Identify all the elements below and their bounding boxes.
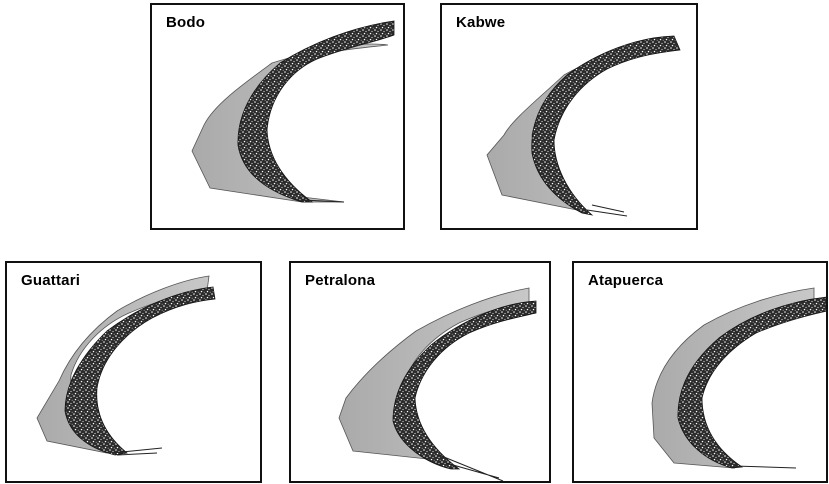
bone-section-kabwe (532, 36, 680, 215)
baseline-kabwe (587, 205, 627, 216)
cranial-section-kabwe (442, 5, 698, 230)
panel-petralona: Petralona (289, 261, 551, 483)
panel-kabwe: Kabwe (440, 3, 698, 230)
bone-section-bodo (238, 21, 394, 202)
bone-section-petralona (393, 301, 536, 469)
panel-bodo: Bodo (150, 3, 405, 230)
cranial-section-guattari (7, 263, 262, 483)
cranial-section-atapuerca (574, 263, 828, 483)
baseline-atapuerca (734, 466, 796, 468)
panel-atapuerca: Atapuerca (572, 261, 828, 483)
bone-section-guattari (65, 287, 215, 455)
cranial-section-bodo (152, 5, 405, 230)
bone-section-atapuerca (678, 297, 827, 468)
cranial-section-petralona (291, 263, 551, 483)
panel-guattari: Guattari (5, 261, 262, 483)
